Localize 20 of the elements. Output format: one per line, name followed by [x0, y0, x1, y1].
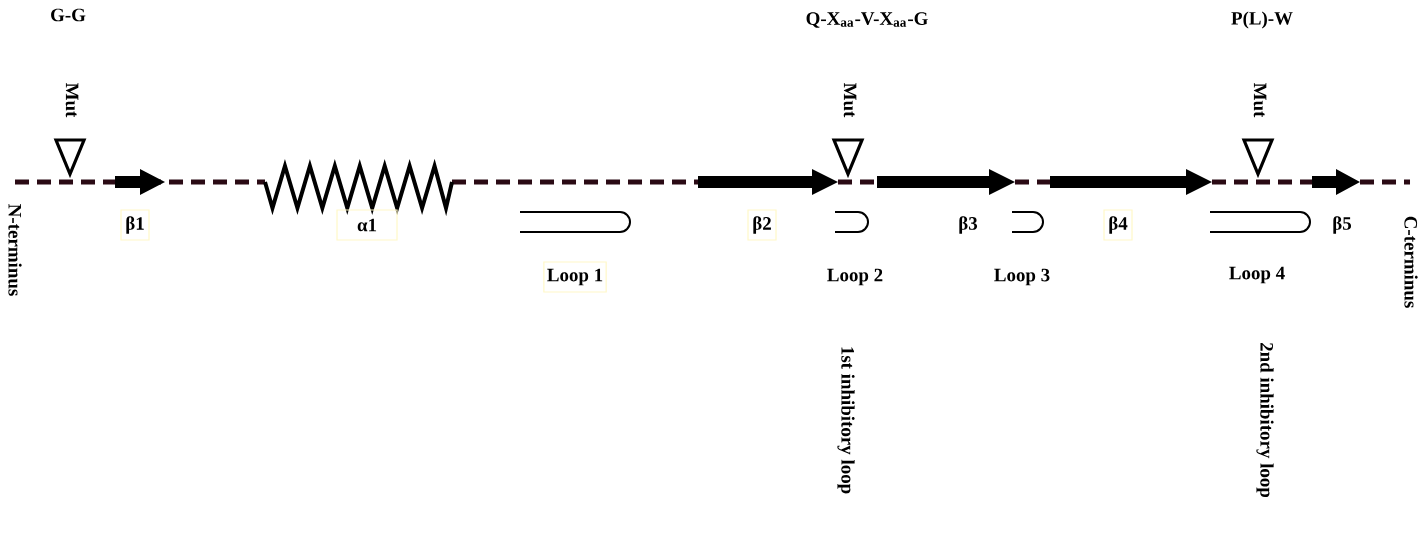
mutation-label: Mut: [1253, 82, 1267, 118]
mutation-label: Mut: [843, 82, 857, 118]
strand-label: β4: [1103, 209, 1133, 241]
loop-label: Loop 4: [1229, 266, 1285, 284]
loop-label: Loop 1: [543, 261, 607, 293]
strand-label: β5: [1333, 216, 1352, 234]
strand-label: β1: [120, 209, 150, 241]
helix-label: α1: [336, 209, 398, 241]
inhibitory-loop-label: 2nd inhibitory loop: [1256, 342, 1274, 498]
strand-label: β2: [747, 209, 777, 241]
motif-label: G-G: [51, 8, 86, 22]
inhibitory-loop-label: 1st inhibitory loop: [837, 347, 855, 494]
mutation-label: Mut: [65, 82, 79, 118]
motif-label: Q-X$_{aa}$-V-X$_{aa}$-G: [806, 12, 928, 28]
loop-label: Loop 2: [827, 268, 883, 286]
strand-label: β3: [959, 216, 978, 234]
terminus-label: C-terminus: [1404, 216, 1418, 308]
loop-label: Loop 3: [994, 268, 1050, 286]
terminus-label: N-terminus: [8, 204, 22, 296]
motif-label: P(L)-W: [1231, 11, 1293, 29]
